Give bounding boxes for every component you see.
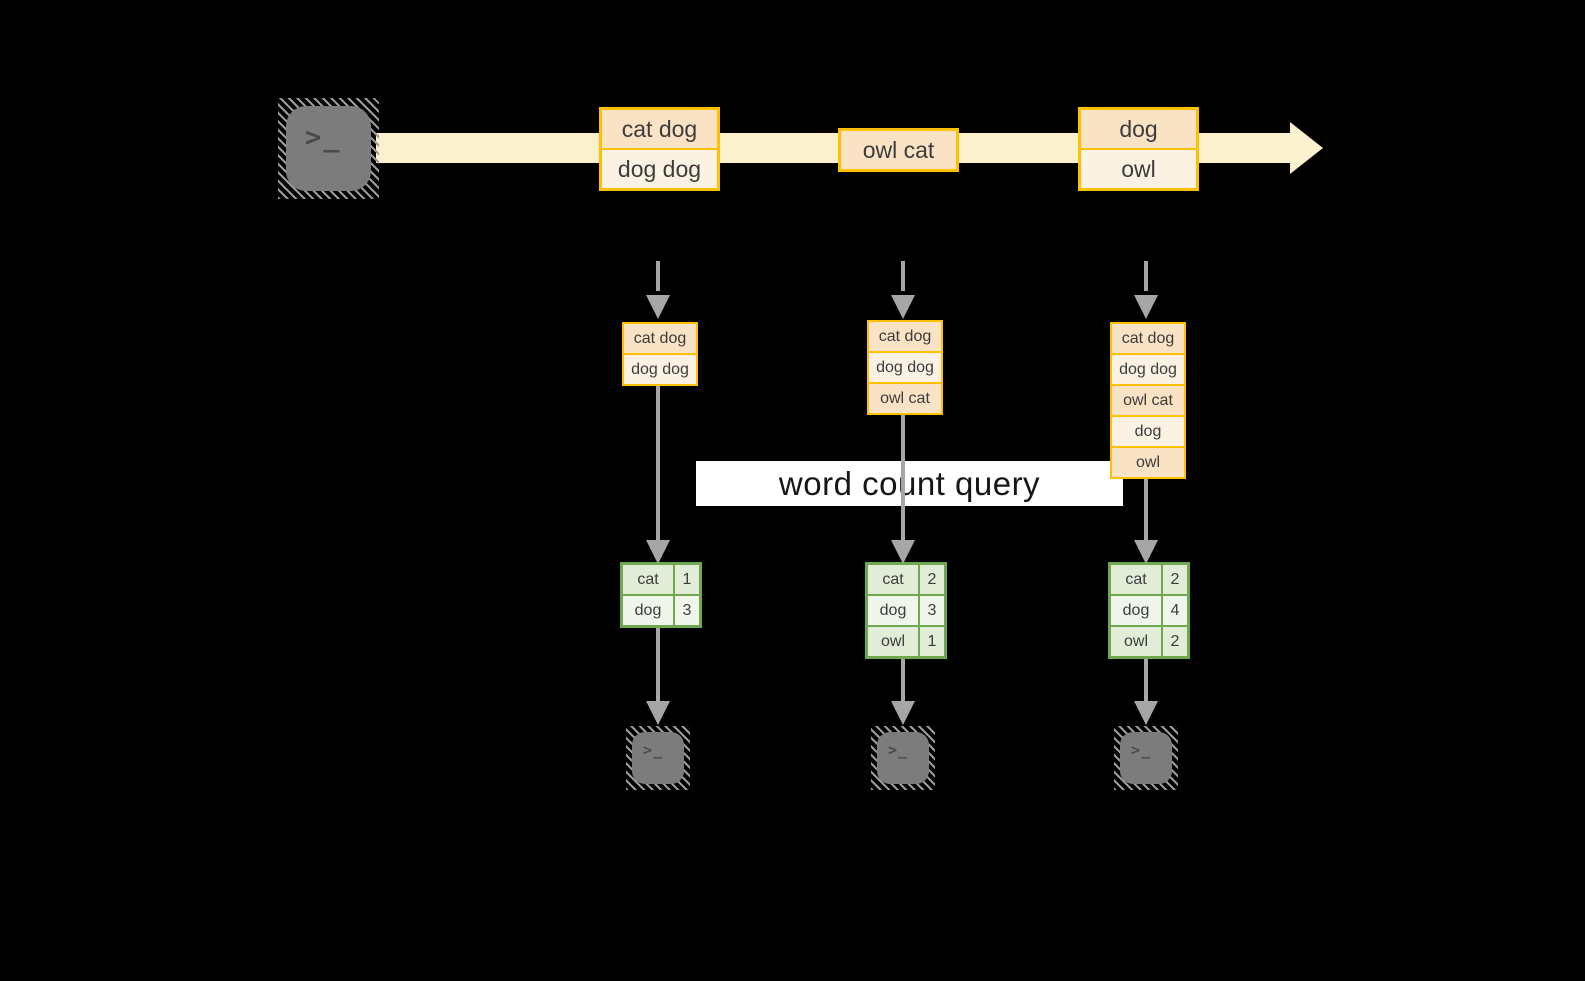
terminal-body: >_ — [877, 732, 929, 784]
count-cell: 2 — [918, 565, 944, 594]
flow-line — [656, 386, 660, 541]
output-terminal-icon-2: >_ — [871, 726, 935, 790]
word-cell: dog — [1122, 602, 1150, 619]
terminal-prompt-icon: >_ — [643, 741, 664, 759]
stream-event-batch-1: cat dog dog dog — [599, 107, 720, 191]
flow-line — [1144, 479, 1148, 541]
word-cell: owl — [1123, 633, 1148, 650]
word-cell: owl — [880, 633, 905, 650]
dashed-arrowhead-icon — [891, 295, 915, 319]
word-cell: dog — [634, 602, 662, 619]
word-cell: cat — [1125, 571, 1147, 588]
dashed-arrowhead-icon — [1134, 295, 1158, 319]
input-row: dog dog — [869, 351, 941, 382]
table-row: dog 3 — [868, 594, 944, 625]
count-cell: 2 — [1161, 627, 1187, 656]
input-row: cat dog — [869, 322, 941, 351]
word-cell: cat — [882, 571, 904, 588]
count-cell: 3 — [673, 596, 699, 625]
input-row: dog — [1112, 415, 1184, 446]
output-terminal-icon-3: >_ — [1114, 726, 1178, 790]
flow-arrowhead-icon — [1134, 701, 1158, 725]
table-row: cat 2 — [1111, 565, 1187, 594]
terminal-prompt-icon: >_ — [888, 741, 909, 759]
query-label: word count query — [778, 464, 1041, 502]
dashed-arrow-line — [656, 261, 660, 291]
word-cell: cat — [637, 571, 659, 588]
query-banner: word count query — [696, 461, 1123, 506]
terminal-body: >_ — [286, 106, 371, 191]
word-count-table-2: cat 2 dog 3 owl 1 — [865, 562, 947, 659]
count-cell: 4 — [1161, 596, 1187, 625]
flow-line — [901, 415, 905, 541]
flow-arrowhead-icon — [646, 701, 670, 725]
flow-arrowhead-icon — [891, 540, 915, 564]
stream-event-line: dog dog — [602, 148, 717, 188]
flow-line — [656, 628, 660, 702]
count-cell: 3 — [918, 596, 944, 625]
terminal-body: >_ — [1120, 732, 1172, 784]
stream-event-line: owl — [1081, 148, 1196, 188]
word-cell: dog — [879, 602, 907, 619]
input-row: cat dog — [1112, 324, 1184, 353]
stream-event-line: owl cat — [841, 131, 956, 169]
output-terminal-icon-1: >_ — [626, 726, 690, 790]
flow-line — [1144, 659, 1148, 702]
count-cell: 2 — [1161, 565, 1187, 594]
word-count-table-3: cat 2 dog 4 owl 2 — [1108, 562, 1190, 659]
stream-event-batch-2: owl cat — [838, 128, 959, 172]
table-row: owl 2 — [1111, 625, 1187, 656]
count-cell: 1 — [918, 627, 944, 656]
flow-arrowhead-icon — [891, 701, 915, 725]
terminal-prompt-icon: >_ — [1131, 741, 1152, 759]
input-row: owl cat — [869, 382, 941, 413]
count-cell: 1 — [673, 565, 699, 594]
input-stack-2: cat dog dog dog owl cat — [867, 320, 943, 415]
flow-line — [901, 659, 905, 702]
table-row: dog 3 — [623, 594, 699, 625]
terminal-body: >_ — [632, 732, 684, 784]
input-row: dog dog — [624, 353, 696, 384]
stream-event-batch-3: dog owl — [1078, 107, 1199, 191]
input-row: owl — [1112, 446, 1184, 477]
input-row: dog dog — [1112, 353, 1184, 384]
dashed-arrow-line — [1144, 261, 1148, 291]
word-count-table-1: cat 1 dog 3 — [620, 562, 702, 628]
dashed-arrow-line — [901, 261, 905, 291]
dashed-arrowhead-icon — [646, 295, 670, 319]
table-row: dog 4 — [1111, 594, 1187, 625]
source-terminal-icon: >_ — [278, 98, 379, 199]
stream-arrowhead-icon — [1290, 122, 1323, 174]
input-stack-3: cat dog dog dog owl cat dog owl — [1110, 322, 1186, 479]
stream-event-line: cat dog — [602, 110, 717, 148]
terminal-prompt-icon: >_ — [305, 122, 342, 153]
flow-arrowhead-icon — [1134, 540, 1158, 564]
input-row: cat dog — [624, 324, 696, 353]
table-row: owl 1 — [868, 625, 944, 656]
table-row: cat 2 — [868, 565, 944, 594]
table-row: cat 1 — [623, 565, 699, 594]
flow-arrowhead-icon — [646, 540, 670, 564]
input-row: owl cat — [1112, 384, 1184, 415]
input-stack-1: cat dog dog dog — [622, 322, 698, 386]
stream-event-line: dog — [1081, 110, 1196, 148]
